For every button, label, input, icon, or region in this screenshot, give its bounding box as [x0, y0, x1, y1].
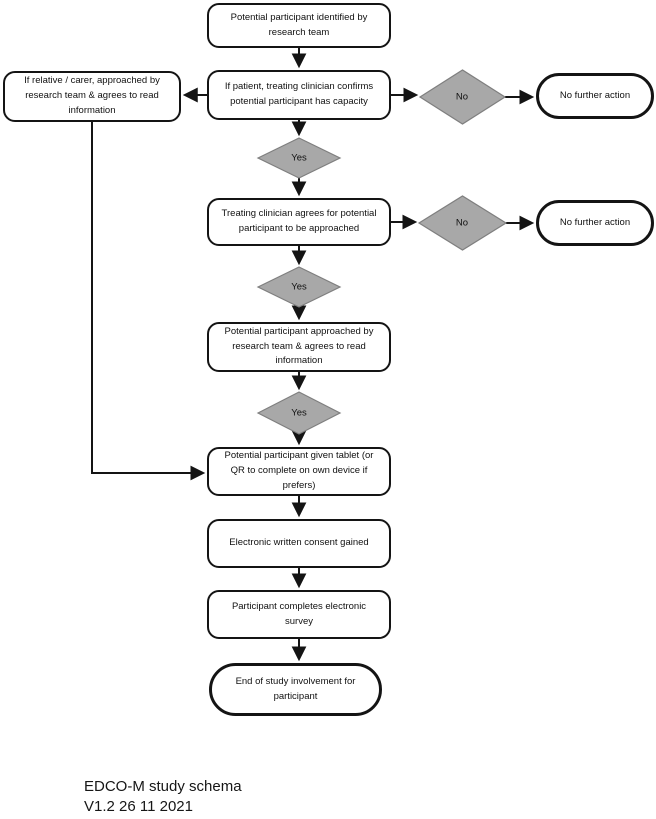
decision-yes-3-label: Yes [291, 407, 307, 419]
node-electronic-consent-label: Electronic written consent gained [229, 537, 369, 549]
node-no-further-action-1: No further action [536, 73, 654, 119]
node-clinician-agrees-label: Treating clinician agrees for potential … [221, 208, 377, 234]
node-participant-approached: Potential participant approached by rese… [207, 322, 391, 372]
caption: EDCO-M study schema V1.2 26 11 2021 [84, 777, 242, 817]
decision-yes-2-label: Yes [291, 281, 307, 293]
node-relative-carer-label: If relative / carer, approached by resea… [24, 75, 160, 116]
node-electronic-consent: Electronic written consent gained [207, 519, 391, 568]
node-completes-survey-label: Participant completes electronic survey [231, 600, 367, 627]
node-participant-approached-label: Potential participant approached by rese… [224, 325, 374, 367]
node-clinician-agrees: Treating clinician agrees for potential … [207, 198, 391, 246]
arrow-relative-to-tablet [91, 122, 206, 481]
decision-diamond-yes-1 [256, 137, 342, 179]
decision-diamond-no-1 [418, 69, 507, 125]
node-relative-carer: If relative / carer, approached by resea… [3, 71, 181, 122]
decision-no-1-label: No [455, 91, 469, 103]
decision-diamond-yes-2 [256, 266, 342, 308]
caption-title: EDCO-M study schema [84, 778, 242, 795]
node-capacity-check: If patient, treating clinician confirms … [207, 70, 391, 120]
node-end-of-study-label: End of study involvement for participant [235, 675, 356, 702]
node-no-further-action-2-label: No further action [559, 216, 631, 228]
decision-yes-1-label: Yes [291, 152, 307, 164]
node-no-further-action-2: No further action [536, 200, 654, 246]
node-completes-survey: Participant completes electronic survey [207, 590, 391, 639]
decision-diamond-yes-3 [256, 391, 342, 435]
node-start: Potential participant identified by rese… [207, 3, 391, 48]
node-start-label: Potential participant identified by rese… [230, 11, 368, 38]
node-no-further-action-1-label: No further action [559, 89, 631, 101]
node-capacity-check-label: If patient, treating clinician confirms … [224, 81, 374, 107]
node-end-of-study: End of study involvement for participant [209, 663, 382, 716]
caption-version: V1.2 26 11 2021 [84, 798, 193, 815]
decision-diamond-no-2 [417, 195, 508, 251]
node-given-tablet-label: Potential participant given tablet (or Q… [224, 450, 374, 491]
node-given-tablet: Potential participant given tablet (or Q… [207, 447, 391, 496]
decision-no-2-label: No [455, 217, 469, 229]
